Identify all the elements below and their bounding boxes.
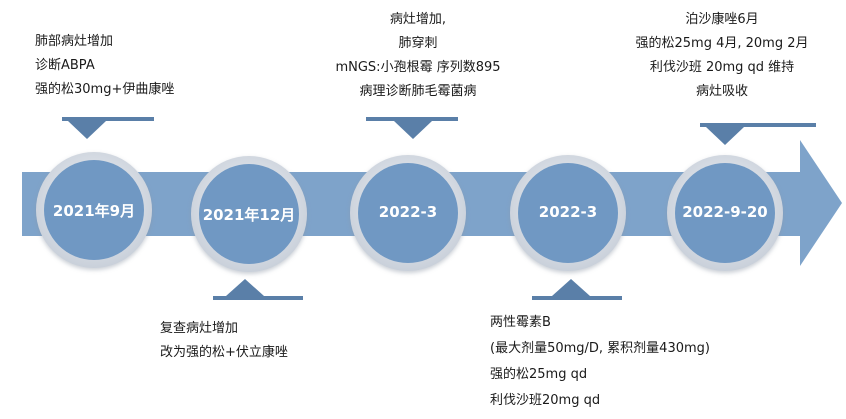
event-3-line-1: 病灶增加, [389,12,447,27]
event-3-line-2: 肺穿刺 [398,36,438,51]
event-2-note: 复查病灶增加 改为强的松+伏立康唑 [160,317,288,365]
callout-marker-3 [366,117,458,139]
node-4-date: 2022-3 [538,203,598,221]
event-5-line-4: 病灶吸收 [695,84,748,99]
node-3 [350,155,466,271]
event-3-line-3: mNGS:小孢根霉 序列数895 [335,60,501,75]
event-4-line-4: 利伐沙班20mg qd [490,393,601,408]
callout-marker-1 [62,117,154,139]
event-4-line-2: (最大剂量50mg/D, 累积剂量430mg) [490,341,710,356]
callout-marker-2 [213,279,303,300]
event-1-line-2: 诊断ABPA [35,58,95,73]
event-2-line-2: 改为强的松+伏立康唑 [160,345,288,360]
callout-marker-5 [700,123,816,145]
node-1-date: 2021年9月 [52,202,136,220]
event-5-line-1: 泊沙康唑6月 [685,12,759,27]
callout-marker-4 [532,279,622,300]
event-4-line-3: 强的松25mg qd [490,367,588,382]
node-3-date: 2022-3 [378,203,438,221]
event-3-note: 病灶增加, 肺穿刺 mNGS:小孢根霉 序列数895 病理诊断肺毛霉菌病 [318,8,518,104]
node-1 [36,152,152,268]
event-1-line-1: 肺部病灶增加 [35,34,114,49]
event-1-line-3: 强的松30mg+伊曲康唑 [35,82,175,97]
event-5-line-2: 强的松25mg 4月, 20mg 2月 [635,36,809,51]
node-2 [191,156,307,272]
event-5-line-3: 利伐沙班 20mg qd 维持 [649,60,795,75]
event-2-line-1: 复查病灶增加 [160,321,239,336]
event-5-note: 泊沙康唑6月 强的松25mg 4月, 20mg 2月 利伐沙班 20mg qd … [600,8,844,104]
event-4-note: 两性霉素B (最大剂量50mg/D, 累积剂量430mg) 强的松25mg qd… [490,310,710,414]
node-2-date: 2021年12月 [202,206,296,224]
node-4 [510,155,626,271]
event-3-line-4: 病理诊断肺毛霉菌病 [359,84,477,99]
node-5 [667,155,783,271]
node-5-date: 2022-9-20 [682,203,768,221]
event-4-line-1: 两性霉素B [490,315,551,330]
event-1-note: 肺部病灶增加 诊断ABPA 强的松30mg+伊曲康唑 [35,30,174,102]
